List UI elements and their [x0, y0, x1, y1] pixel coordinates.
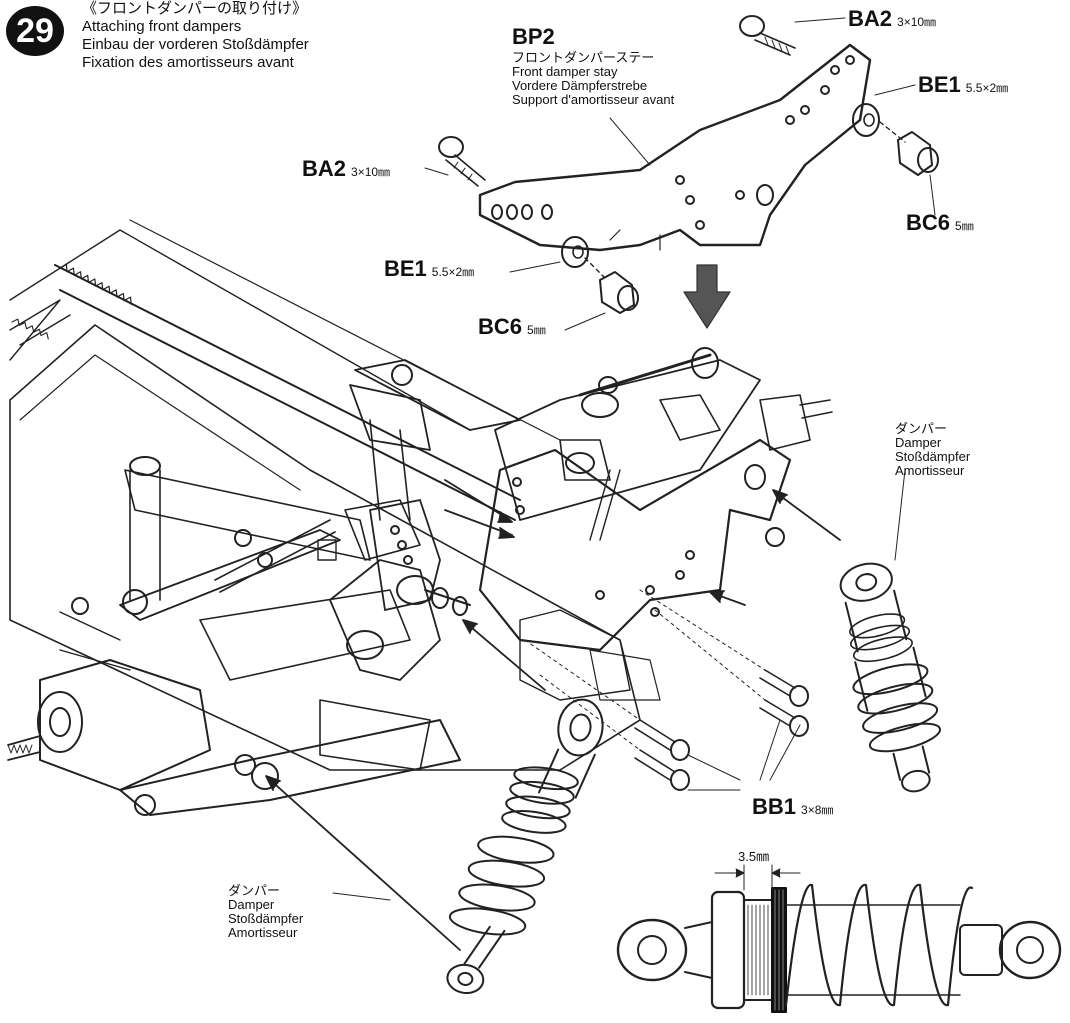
chassis-lower-deck: [9, 219, 641, 771]
bp2-name-de: Vordere Dämpferstrebe: [512, 78, 648, 93]
damper-right-en: Damper: [895, 435, 942, 450]
collar-be1-right: [852, 103, 880, 137]
damper-right-ja: ダンパー: [895, 421, 948, 436]
be1-right-label: BE1 5.5×2㎜: [918, 74, 1008, 96]
ba2-left-label: BA2 3×10㎜: [302, 158, 390, 180]
assembly-arrows: [265, 479, 841, 951]
bc6-right-code: BC6: [906, 210, 951, 235]
bp2-label: BP2 フロントダンパーステー Front damper stay Vorder…: [512, 26, 674, 107]
collar-be1-left: [561, 236, 589, 268]
screws-bb1: [524, 589, 809, 791]
be1-right-code: BE1: [918, 72, 961, 97]
damper-left-de: Stoßdämpfer: [228, 911, 304, 926]
front-bulkhead-bracket: [369, 499, 471, 616]
be1-right-size: 5.5×2㎜: [965, 81, 1009, 95]
ba2-top-label: BA2 3×10㎜: [848, 8, 936, 30]
damper-detail-view: [616, 864, 1062, 1013]
bp2-name-ja: フロントダンパーステー: [512, 50, 655, 65]
bc6-left-label: BC6 5㎜: [478, 316, 546, 338]
damper-right-fr: Amortisseur: [895, 463, 965, 478]
step-title-fr: Fixation des amortisseurs avant: [82, 54, 294, 71]
left-knuckle-hub: [7, 589, 211, 791]
right-front-mounts: [494, 347, 833, 541]
ba2-top-code: BA2: [848, 6, 893, 31]
bc6-right-size: 5㎜: [955, 219, 974, 233]
damper-left-ja: ダンパー: [228, 883, 281, 898]
damper-right: [839, 562, 941, 793]
steering-linkage: [119, 456, 371, 621]
screw-ba2-top: [739, 15, 796, 56]
bp2-name-en: Front damper stay: [512, 64, 618, 79]
bc6-left-code: BC6: [478, 314, 523, 339]
bb1-code: BB1: [752, 794, 797, 819]
bb1-size: 3×8㎜: [801, 803, 834, 817]
damper-stay-bp2-part: [478, 43, 872, 252]
step-title-ja: 《フロントダンパーの取り付け》: [82, 0, 308, 17]
bc6-right-label: BC6 5㎜: [906, 212, 974, 234]
bp2-code: BP2: [512, 24, 555, 49]
step-title-de: Einbau der vorderen Stoßdämpfer: [82, 36, 309, 53]
damper-left-en: Damper: [228, 897, 275, 912]
be1-left-code: BE1: [384, 256, 427, 281]
damper-stay-installed: [478, 438, 792, 701]
step-title-block: 《フロントダンパーの取り付け》 Attaching front dampers …: [82, 0, 309, 72]
screw-ba2-left: [438, 136, 486, 187]
nut-bc6-left: [584, 257, 639, 314]
damper-left-fr: Amortisseur: [228, 925, 298, 940]
be1-left-label: BE1 5.5×2㎜: [384, 258, 474, 280]
spring-collar-dimension: 3.5㎜: [738, 849, 770, 864]
ba2-left-size: 3×10㎜: [351, 165, 391, 179]
damper-left: [446, 698, 604, 995]
label-leader-lines: [332, 17, 936, 901]
diff-gearbox: [317, 499, 441, 681]
damper-right-label: ダンパー Damper Stoßdämpfer Amortisseur: [895, 422, 970, 478]
damper-right-de: Stoßdämpfer: [895, 449, 971, 464]
step-title-en: Attaching front dampers: [82, 18, 242, 35]
ba2-left-code: BA2: [302, 156, 347, 181]
bp2-name-fr: Support d'amortisseur avant: [512, 92, 675, 107]
bc6-left-size: 5㎜: [527, 323, 546, 337]
upper-deck-arm: [349, 359, 521, 521]
damper-left-label: ダンパー Damper Stoßdämpfer Amortisseur: [228, 884, 303, 940]
bb1-label: BB1 3×8㎜: [752, 796, 833, 818]
step-number-badge: 29: [6, 6, 64, 56]
ba2-top-size: 3×10㎜: [897, 15, 937, 29]
install-direction-arrow: [683, 264, 731, 329]
nut-bc6-right: [879, 121, 939, 176]
drive-belt: [9, 263, 521, 521]
be1-left-size: 5.5×2㎜: [431, 265, 475, 279]
lower-suspension-arm: [119, 589, 461, 816]
